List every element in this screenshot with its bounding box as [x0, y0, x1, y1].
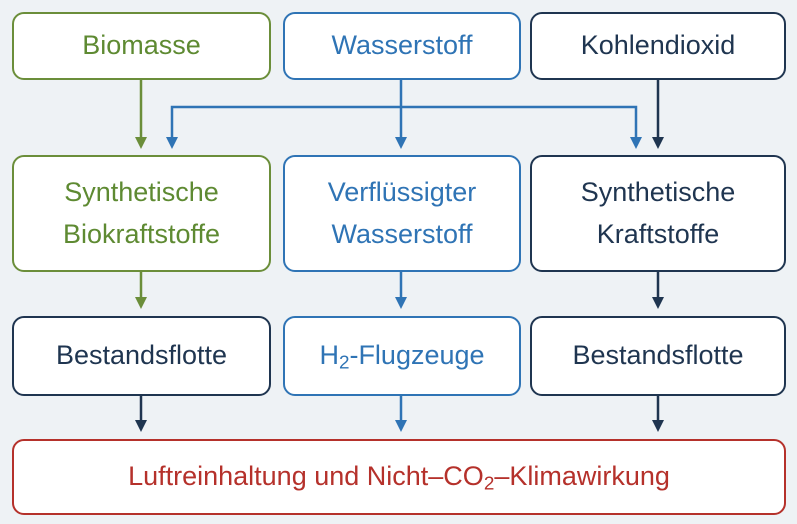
node-outcome-label: Luftreinhaltung und Nicht–CO2–Klimawirku…: [128, 456, 670, 498]
arrow-synthetic-fuel-to-fleet: [652, 272, 664, 309]
h2-prefix: H: [319, 340, 339, 371]
node-existing-fleet-right: Bestandsflotte: [530, 316, 786, 396]
node-outcome: Luftreinhaltung und Nicht–CO2–Klimawirku…: [12, 439, 786, 515]
node-existing-fleet-left-label: Bestandsflotte: [55, 340, 228, 371]
node-co2-label: Kohlendioxid: [580, 30, 736, 61]
arrow-fleet-right-to-outcome: [652, 396, 664, 432]
outcome-suffix: –Klimawirkung: [494, 461, 670, 492]
arrow-biofuel-to-fleet: [135, 272, 147, 309]
node-synthetic-biofuels-line2: Biokraftstoffe: [62, 218, 221, 249]
node-hydrogen: Wasserstoff: [283, 12, 521, 80]
arrow-hydrogen-distribution: [166, 80, 642, 149]
node-co2: Kohlendioxid: [530, 12, 786, 80]
node-existing-fleet-left: Bestandsflotte: [12, 316, 271, 396]
node-synthetic-biofuels-line1: Synthetische: [64, 176, 219, 207]
outcome-subscript: 2: [483, 473, 495, 495]
outcome-prefix: Luftreinhaltung und Nicht–CO: [128, 461, 484, 492]
arrow-co2-to-synthetic-fuel: [652, 80, 664, 149]
node-synthetic-biofuels: Synthetische Biokraftstoffe: [12, 155, 271, 272]
arrow-fleet-left-to-outcome: [135, 396, 147, 432]
node-existing-fleet-right-label: Bestandsflotte: [572, 340, 744, 371]
h2-subscript: 2: [338, 352, 350, 374]
node-biomass: Biomasse: [12, 12, 271, 80]
h2-suffix: -Flugzeuge: [349, 340, 485, 371]
node-synthetic-fuels: Synthetische Kraftstoffe: [530, 155, 786, 272]
node-h2-aircraft-label: H2-Flugzeuge: [319, 335, 484, 377]
node-h2-aircraft: H2-Flugzeuge: [283, 316, 521, 396]
arrow-h2-aircraft-to-outcome: [395, 396, 407, 432]
node-liquid-hydrogen: Verflüssigter Wasserstoff: [283, 155, 521, 272]
node-hydrogen-label: Wasserstoff: [331, 30, 473, 61]
node-biomass-label: Biomasse: [82, 30, 201, 61]
arrow-biomass-to-biofuel: [135, 80, 147, 149]
node-synthetic-fuels-line1: Synthetische: [580, 176, 736, 207]
arrow-liquid-h2-to-aircraft: [395, 272, 407, 309]
node-liquid-hydrogen-line1: Verflüssigter: [327, 176, 477, 207]
node-synthetic-fuels-line2: Kraftstoffe: [596, 218, 720, 249]
node-liquid-hydrogen-line2: Wasserstoff: [331, 218, 473, 249]
